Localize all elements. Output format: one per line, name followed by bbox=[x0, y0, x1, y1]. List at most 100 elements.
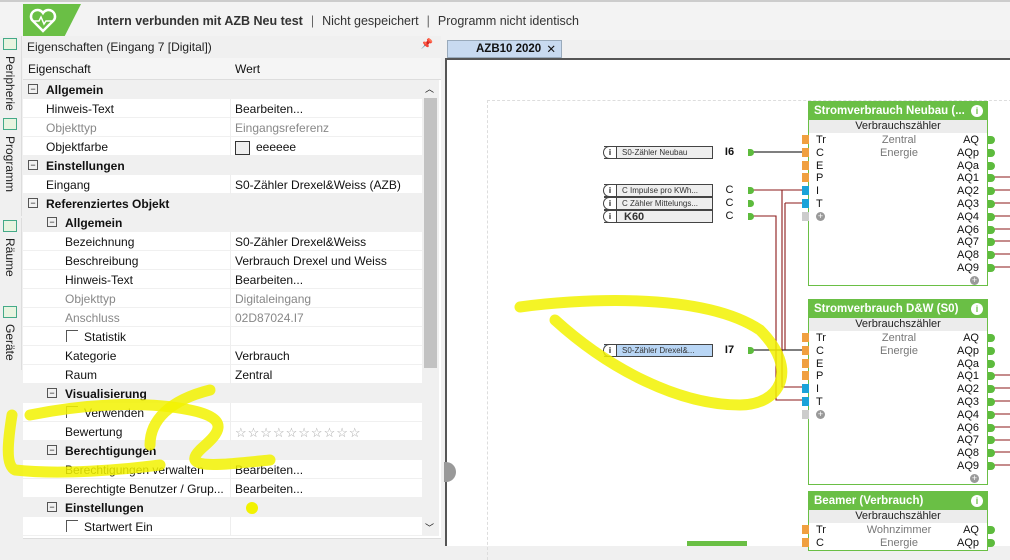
column-header-property[interactable]: Eigenschaft bbox=[28, 62, 91, 76]
output-connector[interactable] bbox=[988, 359, 995, 368]
property-value[interactable]: S0-Zähler Drexel&Weiss bbox=[235, 235, 367, 249]
block-header[interactable]: Beamer (Verbrauch)i bbox=[809, 492, 987, 510]
property-value[interactable]: Bearbeiten... bbox=[235, 102, 304, 116]
info-icon[interactable]: i bbox=[603, 210, 617, 223]
property-row[interactable]: −Einstellungen bbox=[23, 156, 422, 175]
add-input-marker[interactable] bbox=[802, 211, 809, 221]
side-tab-raeume[interactable]: Räume bbox=[0, 218, 22, 304]
output-connector[interactable] bbox=[988, 526, 995, 534]
block-header[interactable]: Stromverbrauch D&W (S0)i bbox=[809, 300, 987, 318]
input-pin-marker[interactable] bbox=[802, 397, 809, 406]
property-value[interactable]: Bearbeiten... bbox=[235, 273, 304, 287]
checkbox[interactable] bbox=[66, 520, 78, 532]
output-connector[interactable] bbox=[988, 423, 995, 432]
input-pin-marker[interactable] bbox=[802, 173, 809, 183]
input-pin-marker[interactable] bbox=[802, 199, 809, 208]
add-output-icon[interactable]: + bbox=[970, 472, 979, 483]
output-connector[interactable] bbox=[988, 538, 995, 547]
output-connector[interactable] bbox=[988, 225, 995, 234]
output-connector[interactable] bbox=[988, 410, 995, 419]
collapse-toggle-icon[interactable]: − bbox=[28, 198, 38, 208]
output-connector[interactable] bbox=[988, 161, 995, 170]
output-connector[interactable] bbox=[988, 385, 995, 394]
scroll-up-icon[interactable]: ︿ bbox=[425, 84, 435, 94]
block-header-partial[interactable] bbox=[687, 541, 747, 546]
output-connector[interactable] bbox=[988, 346, 995, 355]
column-header-value[interactable]: Wert bbox=[235, 62, 261, 76]
property-value[interactable]: Verbrauch Drexel und Weiss bbox=[235, 254, 387, 268]
property-value[interactable]: Verbrauch bbox=[235, 349, 290, 363]
output-connector[interactable] bbox=[988, 148, 995, 157]
property-row[interactable]: −Berechtigungen bbox=[23, 441, 422, 460]
add-output-icon[interactable]: + bbox=[970, 274, 979, 285]
property-row[interactable]: Verwenden bbox=[23, 403, 422, 422]
property-row[interactable]: −Allgemein bbox=[23, 213, 422, 232]
output-connector[interactable] bbox=[748, 200, 754, 207]
property-value[interactable]: Digitaleingang bbox=[235, 292, 312, 306]
output-connector[interactable] bbox=[988, 449, 995, 458]
collapse-toggle-icon[interactable]: − bbox=[47, 445, 57, 455]
add-input-marker[interactable] bbox=[802, 409, 809, 419]
property-row[interactable]: −Allgemein bbox=[23, 80, 422, 99]
property-row[interactable]: −Referenziertes Objekt bbox=[23, 194, 422, 213]
output-connector[interactable] bbox=[988, 136, 995, 144]
scroll-down-icon[interactable]: ﹀ bbox=[425, 523, 435, 533]
collapse-toggle-icon[interactable]: − bbox=[28, 160, 38, 170]
output-connector[interactable] bbox=[988, 264, 995, 272]
output-connector[interactable] bbox=[988, 174, 995, 183]
output-connector[interactable] bbox=[748, 149, 754, 156]
info-icon[interactable]: i bbox=[971, 303, 983, 315]
checkbox[interactable] bbox=[66, 406, 78, 418]
output-connector[interactable] bbox=[988, 187, 995, 196]
input-pin-marker[interactable] bbox=[802, 147, 809, 157]
input-pin-marker[interactable] bbox=[802, 358, 809, 368]
output-connector[interactable] bbox=[988, 200, 995, 208]
property-row[interactable]: Bewertung☆☆☆☆☆☆☆☆☆☆ bbox=[23, 422, 422, 441]
document-tab[interactable]: AZB10 2020✕ bbox=[447, 40, 562, 58]
side-tab-programm[interactable]: Programm bbox=[0, 116, 22, 216]
input-pin-marker[interactable] bbox=[802, 135, 809, 144]
add-input-icon[interactable]: + bbox=[816, 408, 825, 419]
input-pin-marker[interactable] bbox=[802, 525, 809, 534]
close-tab-icon[interactable]: ✕ bbox=[546, 44, 556, 56]
pin-icon[interactable]: 📌 bbox=[420, 39, 433, 50]
property-value[interactable]: Zentral bbox=[235, 368, 273, 382]
property-row[interactable]: Statistik bbox=[23, 327, 422, 346]
scrollbar-thumb[interactable] bbox=[424, 98, 437, 368]
input-pin-marker[interactable] bbox=[802, 160, 809, 170]
property-value[interactable]: 02D87024.I7 bbox=[235, 311, 304, 325]
output-connector[interactable] bbox=[748, 187, 754, 194]
collapse-toggle-icon[interactable]: − bbox=[47, 502, 57, 512]
color-swatch[interactable] bbox=[235, 140, 250, 155]
checkbox[interactable] bbox=[66, 330, 78, 342]
side-tab-peripherie[interactable]: Peripherie bbox=[0, 36, 22, 116]
info-icon[interactable]: i bbox=[603, 184, 617, 197]
input-pin-marker[interactable] bbox=[802, 371, 809, 381]
property-row[interactable]: −Visualisierung bbox=[23, 384, 422, 403]
property-value[interactable]: S0-Zähler Drexel&Weiss (AZB) bbox=[235, 178, 401, 192]
output-connector[interactable] bbox=[988, 398, 995, 406]
info-icon[interactable]: i bbox=[971, 495, 983, 507]
output-connector[interactable] bbox=[988, 372, 995, 381]
output-connector[interactable] bbox=[988, 334, 995, 342]
info-icon[interactable]: i bbox=[971, 105, 983, 117]
info-icon[interactable]: i bbox=[603, 146, 617, 159]
input-pin-marker[interactable] bbox=[802, 345, 809, 355]
property-row[interactable]: Berechtigte Benutzer / Grup...Bearbeiten… bbox=[23, 479, 422, 498]
collapse-toggle-icon[interactable]: − bbox=[47, 217, 57, 227]
